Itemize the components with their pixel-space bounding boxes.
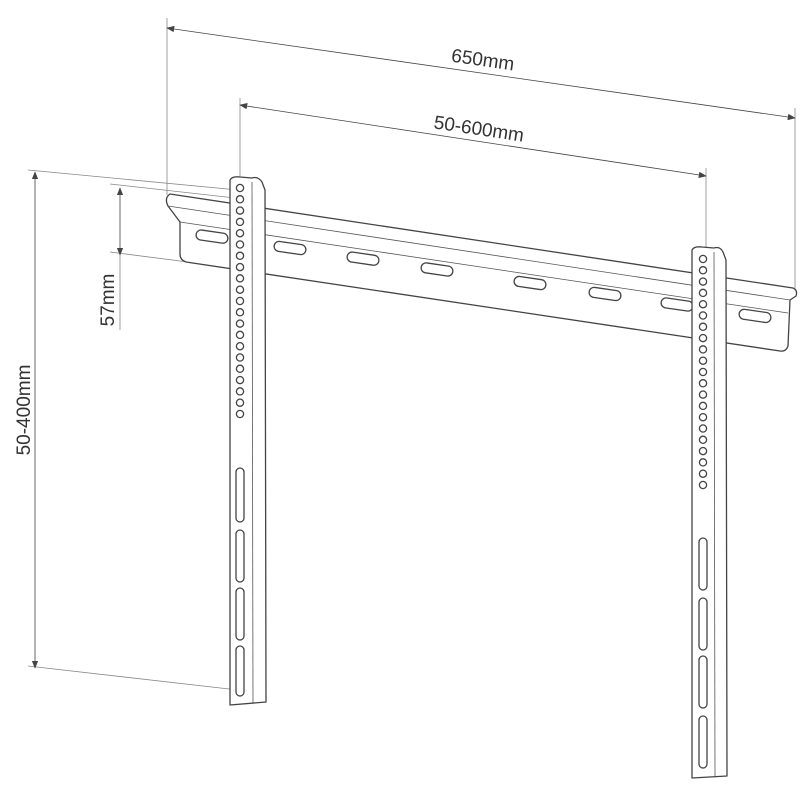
arm-hole	[698, 379, 708, 388]
arm-slot	[235, 529, 245, 583]
arm-slot	[698, 537, 708, 591]
arm-hole	[235, 409, 245, 419]
arm-hole	[698, 401, 708, 411]
dimension-label-50-400: 50-400mm	[14, 365, 35, 456]
arm-hole	[235, 319, 245, 328]
arm-hole	[698, 254, 708, 264]
arm-hole	[698, 299, 708, 309]
arm-hole	[235, 262, 245, 272]
arm-hole	[235, 206, 245, 215]
arm-hole	[698, 435, 708, 445]
arm-hole	[698, 412, 708, 422]
arm-slot	[235, 467, 245, 523]
arm-hole	[235, 217, 245, 227]
arm-hole	[235, 353, 245, 362]
left-vertical-arm	[229, 176, 267, 706]
arm-hole	[235, 285, 245, 294]
arm-hole	[235, 228, 245, 238]
arm-hole	[235, 274, 245, 283]
rail-mounting-slot	[420, 262, 454, 277]
arm-hole	[698, 266, 708, 275]
arm-hole	[235, 251, 245, 261]
arm-hole	[235, 240, 245, 249]
arm-hole	[698, 480, 708, 490]
arm-hole	[235, 364, 245, 374]
arm-hole	[235, 387, 245, 396]
dimension-label-650: 650mm	[450, 46, 516, 76]
arm-slot	[698, 715, 708, 769]
arm-hole	[235, 398, 245, 407]
arm-hole	[698, 390, 708, 399]
arm-hole	[698, 322, 708, 332]
arm-hole	[698, 446, 708, 456]
dimension-57: 57mm	[98, 183, 236, 330]
arm-hole	[698, 367, 708, 377]
arm-slot	[235, 587, 245, 641]
wall-rail	[165, 193, 798, 352]
arm-hole	[235, 330, 245, 340]
arm-hole	[698, 277, 708, 286]
rail-mounting-slot	[588, 286, 622, 302]
arm-slot	[698, 655, 708, 709]
arm-hole	[235, 308, 245, 317]
arm-slot	[698, 597, 708, 651]
arm-hole	[698, 345, 708, 354]
rail-mounting-slot	[195, 229, 229, 244]
rail-mounting-slot	[738, 308, 772, 324]
arm-hole	[698, 469, 708, 478]
rail-mounting-slot	[513, 275, 547, 291]
arm-hole	[235, 183, 245, 193]
dimension-50-400: 50-400mm	[14, 169, 239, 691]
arm-hole	[698, 311, 708, 320]
arm-hole	[698, 458, 708, 467]
arm-hole	[235, 296, 245, 306]
arm-hole	[235, 195, 245, 204]
arm-hole	[235, 375, 245, 385]
arm-hole	[698, 424, 708, 433]
rail-mounting-slot	[346, 251, 380, 266]
arm-hole	[235, 341, 245, 351]
right-vertical-arm	[691, 246, 728, 779]
dimension-label-57: 57mm	[98, 274, 119, 327]
arm-hole	[698, 288, 708, 298]
arm-slot	[235, 645, 245, 697]
arm-hole	[698, 356, 708, 365]
rail-mounting-slot	[273, 240, 307, 256]
arm-hole	[698, 333, 708, 343]
